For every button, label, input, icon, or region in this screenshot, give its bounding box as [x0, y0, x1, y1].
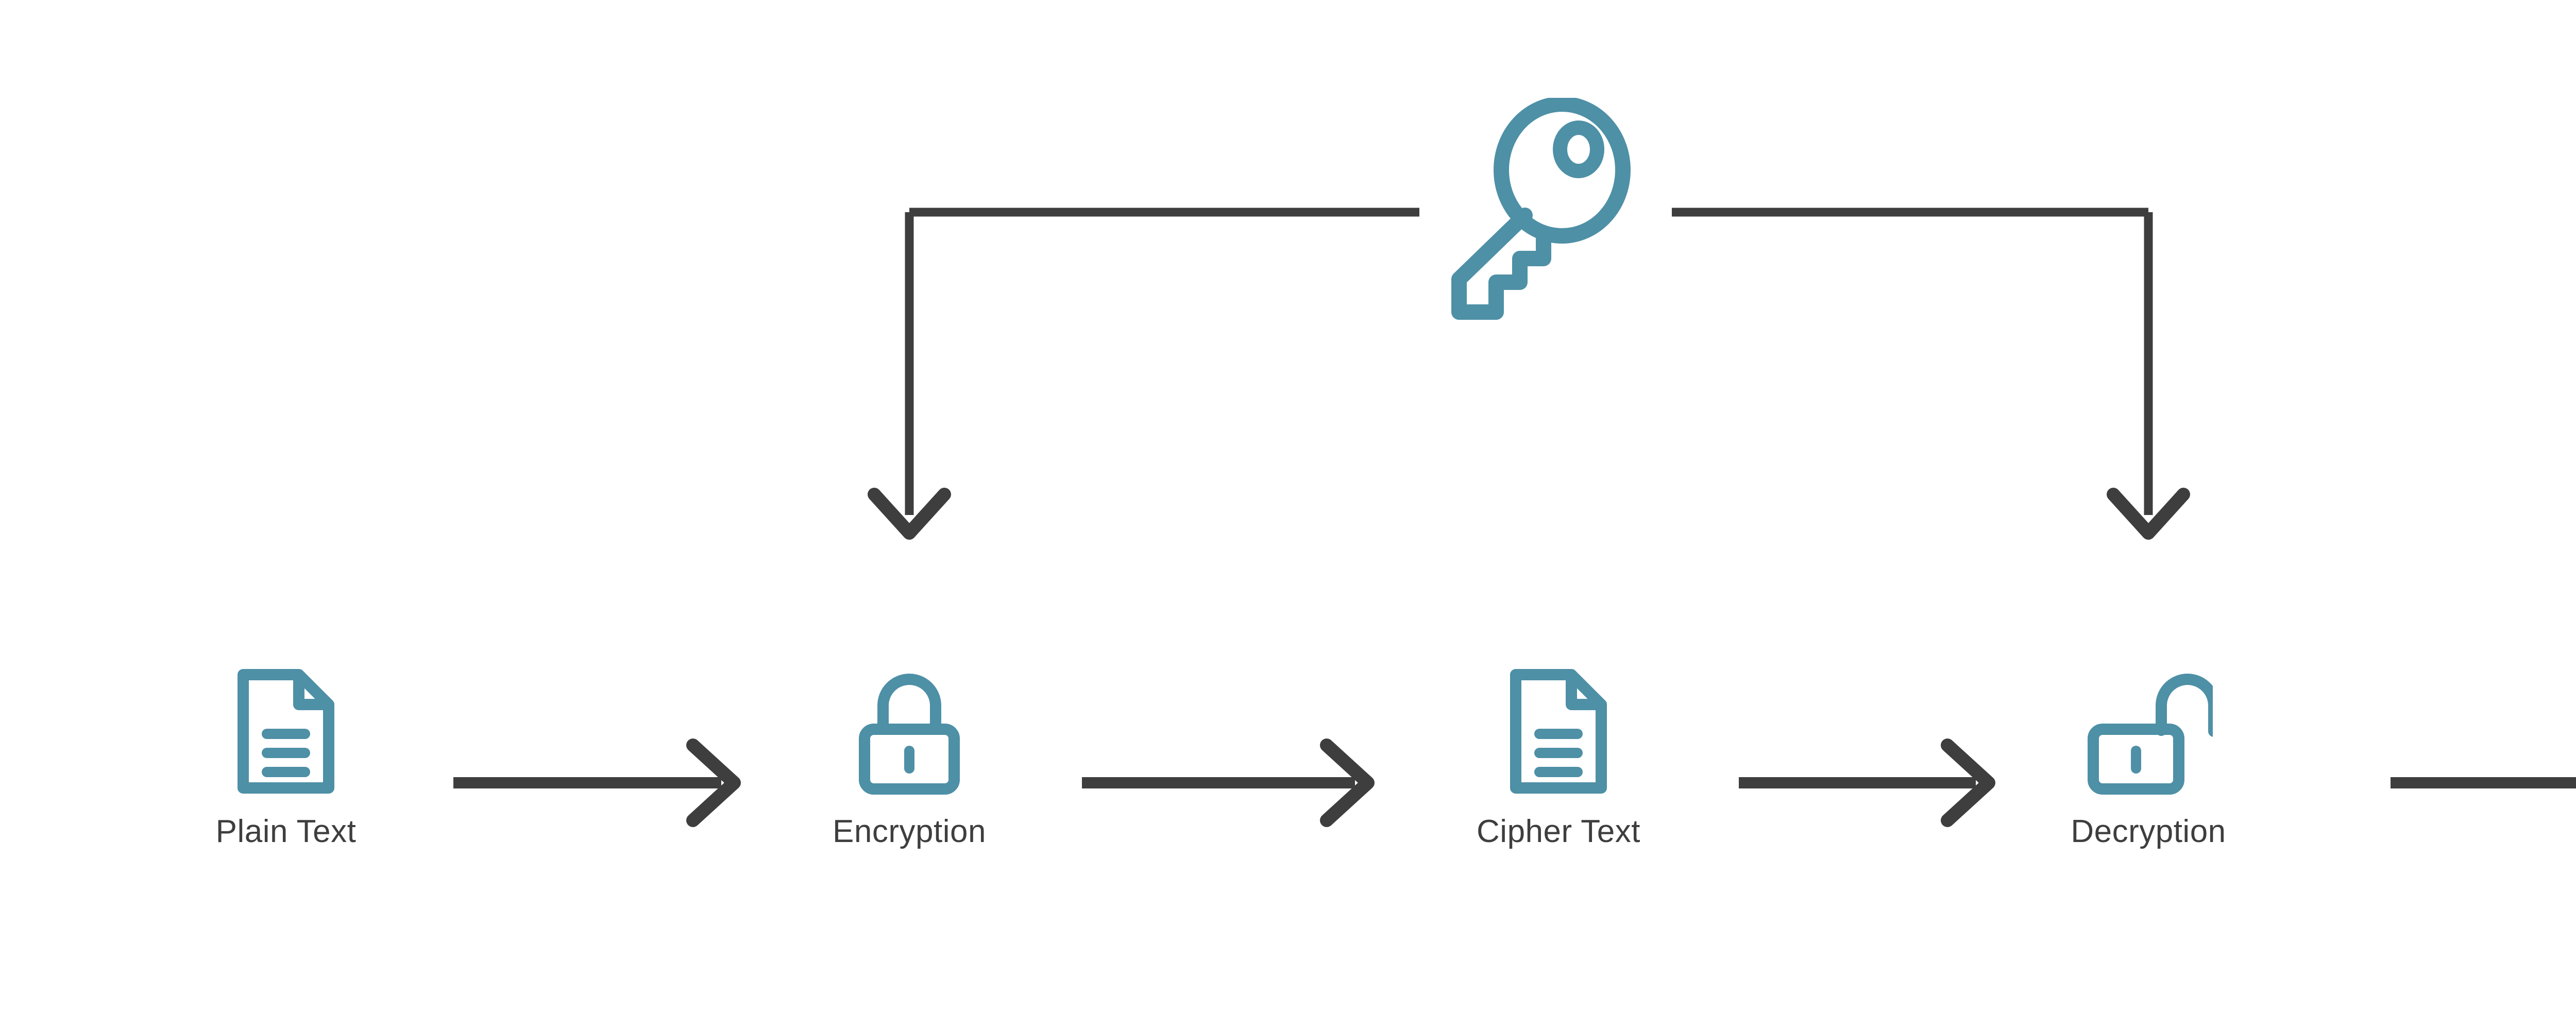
document-icon	[238, 669, 334, 794]
stage-label-decryption: Decryption	[2071, 814, 2226, 849]
stage-label-cipher-text: Cipher Text	[1477, 814, 1640, 849]
stage-encryption[interactable]: Encryption	[729, 664, 1090, 848]
document-icon	[1510, 669, 1607, 794]
stage-decryption[interactable]: Decryption	[1968, 664, 2329, 848]
padlock-unlocked-icon	[2088, 674, 2213, 795]
stage-plain-text-input[interactable]: Plain Text	[106, 664, 466, 848]
stage-cipher-text[interactable]: Cipher Text	[1378, 664, 1739, 848]
stage-label-encryption: Encryption	[833, 814, 986, 849]
arrow-decryption-to-plaintext	[2391, 777, 2576, 788]
stage-label-plain-text-input: Plain Text	[215, 814, 357, 849]
key-to-encryption-connector	[868, 208, 1419, 540]
key-to-encryption-arrowhead	[868, 488, 951, 540]
arrow-cipher-to-decryption	[1739, 739, 1995, 827]
key-to-decryption-arrowhead	[2107, 488, 2190, 540]
arrow-plaintext-to-encryption	[453, 739, 741, 827]
padlock-locked-icon	[859, 674, 960, 795]
key-to-decryption-connector	[1672, 208, 2190, 540]
shared-key[interactable]	[1443, 96, 1649, 332]
key-icon	[1451, 96, 1631, 320]
arrow-encryption-to-cipher	[1082, 739, 1375, 827]
